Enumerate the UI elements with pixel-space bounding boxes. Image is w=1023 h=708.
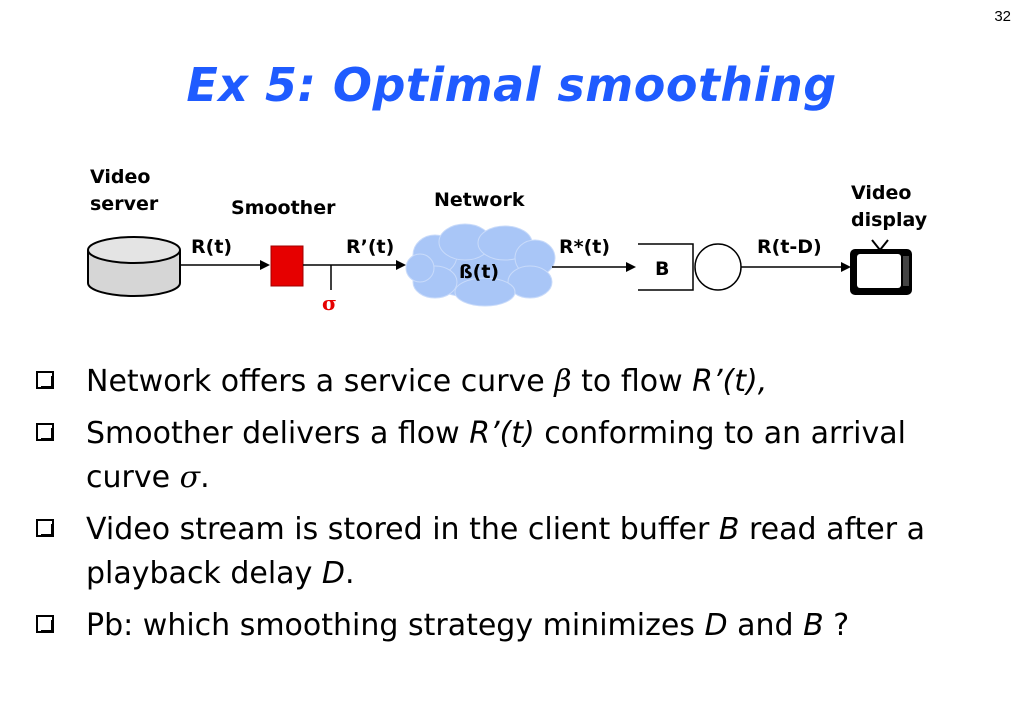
bullet-item: Network offers a service curve β to flow…: [36, 360, 996, 404]
beta-t-label: ß(t): [459, 261, 500, 283]
checkbox-bullet-icon: [36, 615, 54, 633]
video-server-label: Video server: [90, 166, 159, 215]
r-t-label: R(t): [191, 236, 233, 258]
buffer-box: [638, 243, 694, 291]
video-server-icon: [87, 236, 181, 297]
bullet-item: Pb: which smoothing strategy minimizes D…: [36, 604, 996, 648]
buffer-label: B: [655, 258, 670, 280]
network-label: Network: [434, 189, 525, 211]
playback-server-circle: [694, 243, 742, 291]
network-cloud-icon: [405, 223, 556, 307]
video-display-icon: [850, 239, 912, 295]
arrow-head-r: [260, 260, 270, 270]
smoother-box: [270, 245, 304, 287]
sigma-label: σ: [322, 291, 337, 315]
arrow-head-r-prime: [396, 260, 406, 270]
bullet-list: Network offers a service curve β to flow…: [36, 360, 996, 656]
arrow-head-r-star: [626, 262, 636, 272]
r-prime-t-label: R’(t): [346, 236, 395, 258]
r-t-minus-d-label: R(t-D): [757, 236, 822, 258]
checkbox-bullet-icon: [36, 371, 54, 389]
smoother-label: Smoother: [231, 197, 336, 219]
video-display-label: Video display: [851, 182, 928, 231]
slide-title: Ex 5: Optimal smoothing: [186, 58, 837, 112]
checkbox-bullet-icon: [36, 423, 54, 441]
r-star-t-label: R*(t): [559, 236, 611, 258]
smoothing-diagram: [87, 223, 912, 307]
slide-number: 32: [994, 8, 1011, 25]
arrow-head-r-t-minus-d: [841, 262, 851, 272]
bullet-item: Video stream is stored in the client buf…: [36, 508, 996, 596]
bullet-item: Smoother delivers a flow R’(t) conformin…: [36, 412, 996, 500]
checkbox-bullet-icon: [36, 519, 54, 537]
